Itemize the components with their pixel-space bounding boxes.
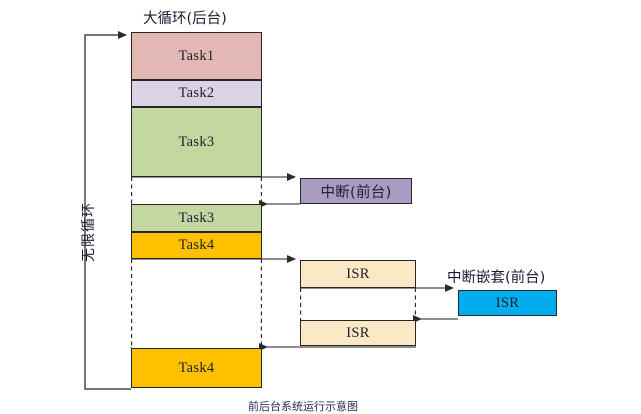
nested-isr-block[interactable]: ISR [458, 290, 557, 316]
interrupt-label: 中断(前台) [320, 184, 392, 201]
page-title: 大循环(后台) [143, 11, 227, 27]
infinite-loop-label: 无限循环 [81, 202, 97, 262]
task1-block[interactable]: Task1 [131, 32, 262, 80]
nested-isr-label: ISR [495, 294, 520, 311]
isr-block-1[interactable]: ISR [300, 260, 416, 288]
isr-block-2[interactable]: ISR [300, 320, 416, 346]
task3-block[interactable]: Task3 [131, 107, 262, 177]
task4-label: Task4 [178, 237, 215, 253]
isr-label-1: ISR [346, 265, 370, 282]
task4-resume-block[interactable]: Task4 [131, 348, 262, 388]
infinite-loop-bracket [84, 31, 131, 390]
figure-caption: 前后台系统运行示意图 [248, 400, 358, 413]
task4-resume-label: Task4 [178, 359, 215, 376]
task2-block[interactable]: Task2 [131, 80, 262, 107]
task1-label: Task1 [178, 47, 215, 64]
task3-resume-block[interactable]: Task3 [131, 204, 262, 232]
task3-label: Task3 [178, 133, 215, 150]
interrupt-block[interactable]: 中断(前台) [300, 178, 412, 204]
diagram-canvas: 大循环(后台) 中断嵌套(前台) 无限循环 Task1 Task2 Task3 … [81, 11, 557, 413]
nested-interrupt-title: 中断嵌套(前台) [447, 270, 546, 286]
connector-layer [84, 31, 458, 390]
task3-resume-label: Task3 [178, 209, 215, 226]
task4-block[interactable]: Task4 [131, 232, 262, 259]
isr-label-2: ISR [346, 324, 370, 341]
task2-label: Task2 [178, 85, 215, 101]
